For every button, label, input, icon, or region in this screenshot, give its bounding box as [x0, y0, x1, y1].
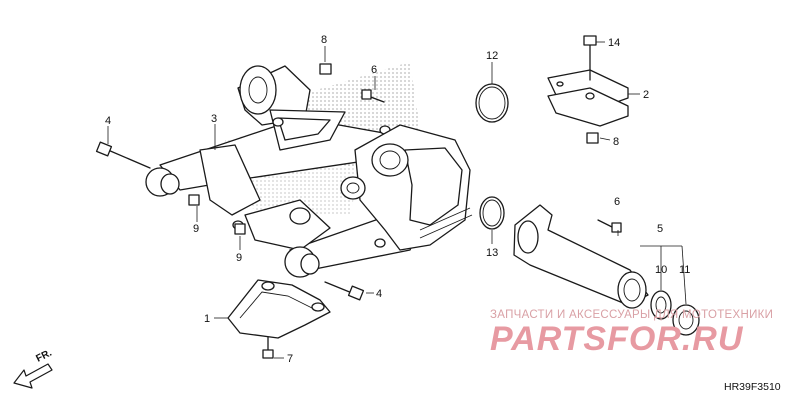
pivot-tube	[513, 204, 700, 336]
callout-4-right: 4	[376, 288, 382, 300]
skid-plate	[227, 279, 331, 339]
arrow-icon	[13, 363, 53, 389]
callout-7: 7	[287, 353, 293, 365]
swingarm	[145, 65, 473, 278]
callout-2: 2	[643, 89, 649, 101]
callout-14: 14	[608, 37, 620, 49]
diagram-code: HR39F3510	[724, 381, 781, 393]
callout-10: 10	[655, 264, 667, 276]
callout-4-left: 4	[105, 115, 111, 127]
leader-lines	[107, 41, 687, 359]
front-direction-arrow: FR.	[13, 347, 54, 389]
watermark-subtitle: ЗАПЧАСТИ И АКСЕССУАРЫ ДЛЯ МОТОТЕХНИКИ	[490, 309, 773, 321]
callout-9-mid: 9	[236, 252, 242, 264]
watermark-logo: PARTSFOR.RU	[490, 320, 744, 358]
callout-9-left: 9	[193, 223, 199, 235]
callout-11: 11	[679, 264, 690, 276]
callout-1: 1	[204, 313, 210, 325]
callout-8-right: 8	[613, 136, 619, 148]
o-rings	[475, 83, 509, 230]
callout-3: 3	[211, 113, 217, 125]
callout-6-right: 6	[614, 196, 620, 208]
callout-6-top: 6	[371, 64, 377, 76]
callout-8-top: 8	[321, 34, 327, 46]
callouts: 1 2 3 4 4 5 6 6 7 8 8 9 9 10 11 12 13 14	[105, 34, 690, 365]
callout-13: 13	[486, 247, 498, 259]
watermark: ЗАПЧАСТИ И АКСЕССУАРЫ ДЛЯ МОТОТЕХНИКИ PA…	[490, 309, 773, 358]
callout-12: 12	[486, 50, 498, 62]
direction-label: FR.	[34, 347, 54, 364]
callout-5: 5	[657, 223, 663, 235]
fasteners	[95, 35, 622, 359]
bracket	[547, 69, 629, 127]
